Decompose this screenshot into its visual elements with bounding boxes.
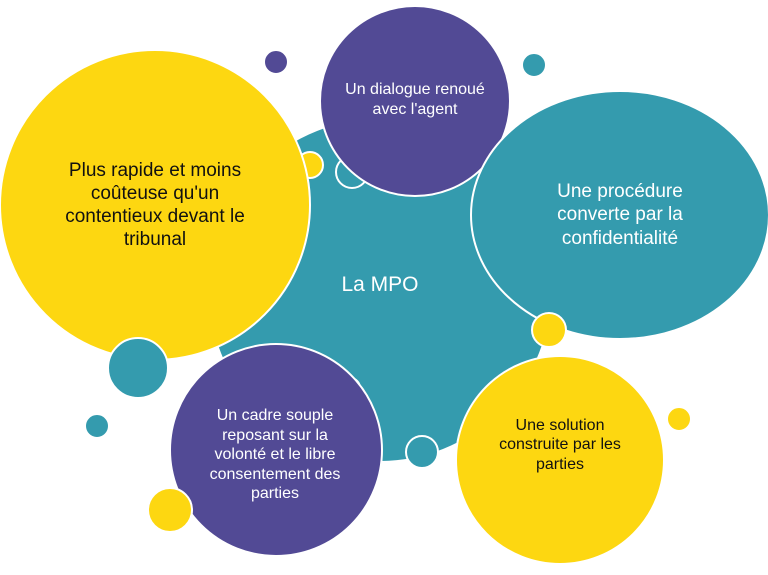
- dot: [521, 52, 547, 78]
- dot: [84, 413, 110, 439]
- bubble-label-confidentialite: Une procédure converte par la confidenti…: [557, 181, 683, 249]
- dot: [405, 435, 439, 469]
- dot: [666, 406, 692, 432]
- bubble-top: [319, 5, 511, 197]
- bubble-bottom-right: [455, 355, 665, 565]
- bubble-label-cadre: Un cadre souple reposant sur la volonté …: [209, 407, 341, 503]
- bubble-right: [470, 90, 768, 340]
- bubble-label-dialogue: Un dialogue renoué avec l'agent: [345, 81, 485, 118]
- dot: [147, 487, 193, 533]
- dot: [107, 337, 169, 399]
- center-label: La MPO: [341, 273, 419, 297]
- bubble-bottom-left: [169, 343, 383, 557]
- dot: [263, 49, 289, 75]
- bubble-label-solution: Une solution construite par les parties: [499, 416, 621, 473]
- bubble-label-rapide: Plus rapide et moins coûteuse qu'un cont…: [65, 159, 245, 251]
- dot: [531, 312, 567, 348]
